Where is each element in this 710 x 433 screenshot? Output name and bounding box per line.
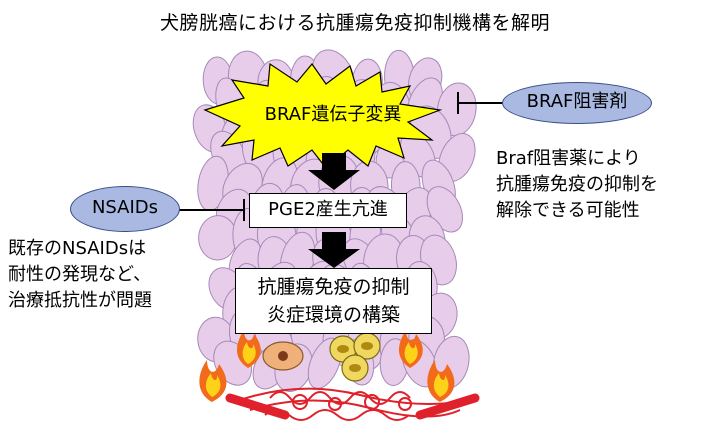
braf-mutation-label: BRAF遺伝子変異 <box>264 104 402 125</box>
nsaids-inhibition-line <box>178 199 245 221</box>
outcome-box: 抗腫瘍免疫の抑制 炎症環境の構築 <box>235 268 432 334</box>
left-note: 既存のNSAIDsは 耐性の発現など、 治療抵抗性が問題 <box>8 236 152 314</box>
tumor-cell <box>198 215 238 261</box>
left-note-line: 既存のNSAIDsは <box>8 238 147 259</box>
vessel-trunks <box>225 393 480 420</box>
page-title: 犬膀胱癌における抗腫瘍免疫抑制機構を解明 <box>159 12 550 34</box>
pge2-box: PGE2産生亢進 <box>249 193 407 228</box>
right-note-line: 解除できる可能性 <box>496 200 640 221</box>
outcome-line-1: 抗腫瘍免疫の抑制 <box>257 276 410 298</box>
nsaids-pill: NSAIDs <box>70 186 180 232</box>
outcome-line-2: 炎症環境の構築 <box>266 304 400 326</box>
immune-cells <box>262 332 381 382</box>
right-note-line: Braf阻害薬により <box>496 148 641 169</box>
nsaids-label: NSAIDs <box>91 197 159 218</box>
inflammation-flames <box>199 330 455 402</box>
pge2-label: PGE2産生亢進 <box>268 199 388 220</box>
braf-inhibitor-label: BRAF阻害剤 <box>526 91 628 112</box>
mutation-burst <box>203 62 443 169</box>
left-note-line: 耐性の発現など、 <box>8 264 152 285</box>
right-note-line: 抗腫瘍免疫の抑制を <box>496 174 658 195</box>
right-note: Braf阻害薬により 抗腫瘍免疫の抑制を 解除できる可能性 <box>496 146 658 224</box>
left-note-line: 治療抵抗性が問題 <box>8 290 152 311</box>
arrow-down-2 <box>308 232 360 268</box>
arrow-down-1 <box>308 153 360 190</box>
braf-inhibitor-pill: BRAF阻害剤 <box>502 82 652 124</box>
